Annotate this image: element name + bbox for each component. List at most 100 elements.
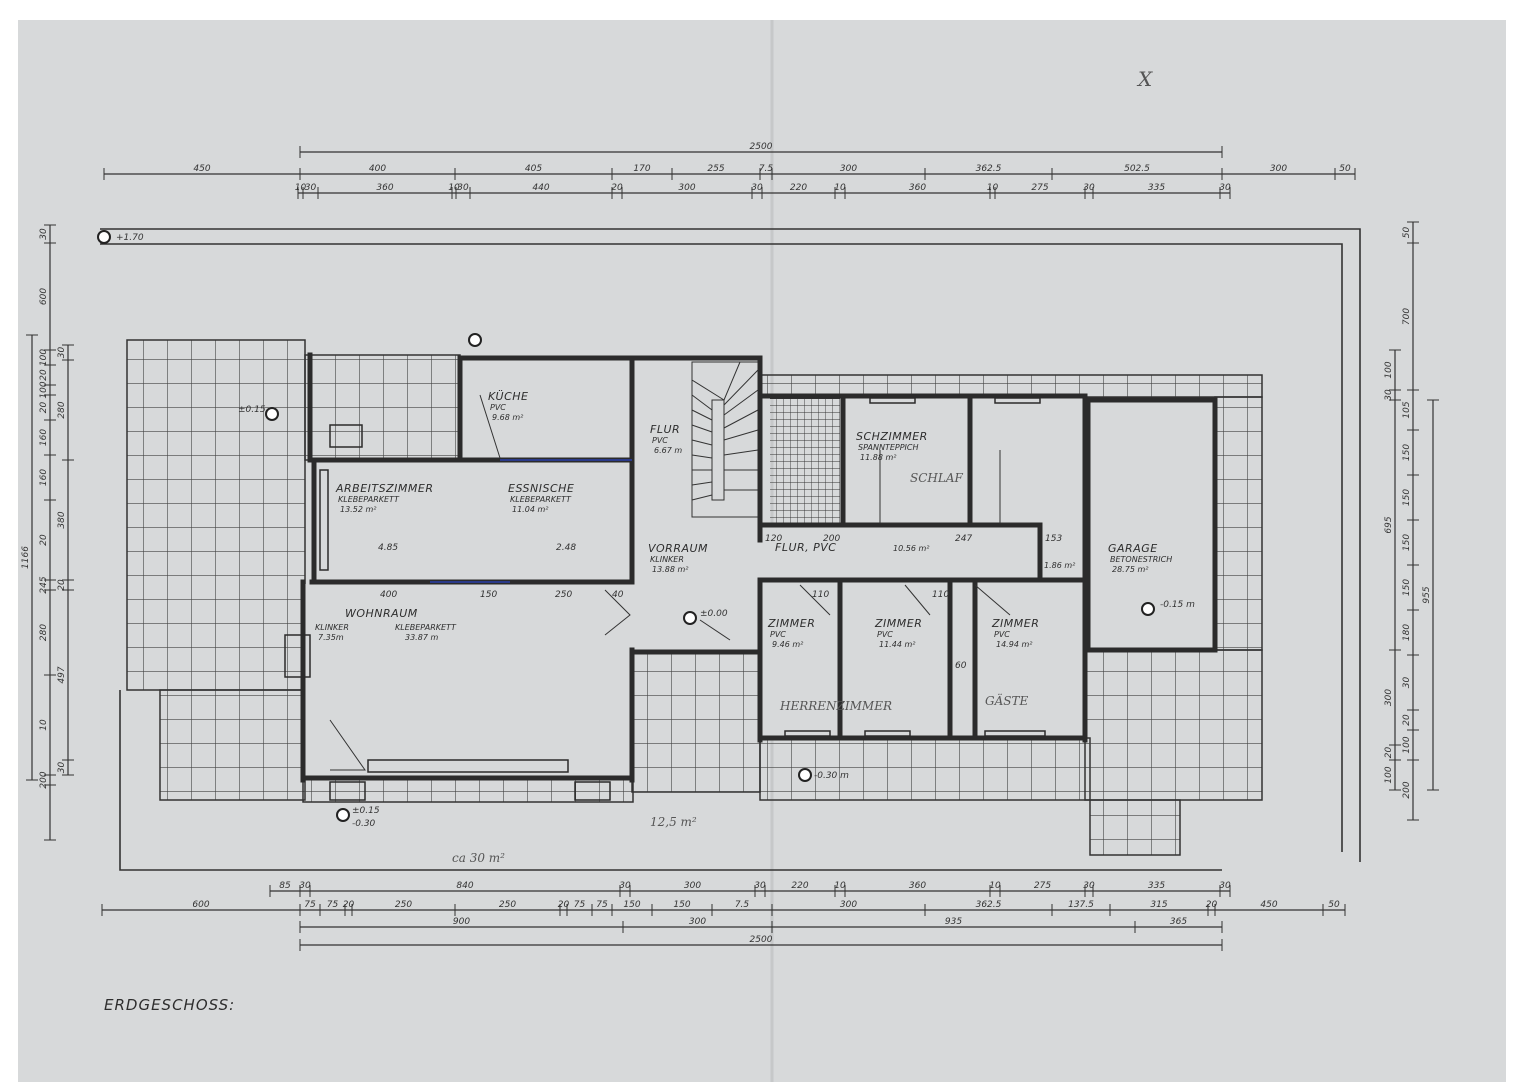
dimension-label: 20 bbox=[39, 402, 49, 414]
room-floor: PVC bbox=[994, 630, 1010, 639]
dimension-label: 450 bbox=[193, 164, 210, 174]
dimension-label: 20 bbox=[39, 369, 49, 381]
dimension-label: 20 bbox=[343, 900, 355, 910]
room-name: ESSNISCHE bbox=[508, 482, 574, 495]
dimension-label: 2500 bbox=[750, 142, 773, 152]
dimension-label: 300 bbox=[684, 881, 701, 891]
dimension-label: 85 bbox=[279, 881, 291, 891]
dimension-label: 1166 bbox=[21, 546, 31, 569]
dimension-label: 30 bbox=[751, 183, 763, 193]
room-area: 28.75 m² bbox=[1112, 565, 1149, 574]
handwritten-note: SCHLAF bbox=[910, 471, 964, 485]
room-area: 11.04 m² bbox=[512, 505, 549, 514]
dimension-label: 840 bbox=[456, 881, 473, 891]
dimension-label: 30 bbox=[1219, 881, 1231, 891]
room-area: 1.86 m² bbox=[1044, 561, 1076, 570]
room-area: 13.88 m² bbox=[652, 565, 689, 574]
dimension-label: 362.5 bbox=[976, 900, 1002, 910]
dimension-label: 160 bbox=[39, 469, 49, 486]
dimension-label: 75 bbox=[327, 900, 339, 910]
inner-dimension-label: 120 bbox=[765, 534, 782, 544]
dimension-label: 30 bbox=[619, 881, 631, 891]
room-floor: KLEBEPARKETT bbox=[338, 495, 400, 504]
dimension-label: 30 bbox=[457, 183, 469, 193]
inner-dimension-label: 4.85 bbox=[378, 543, 398, 553]
dimension-label: 100 bbox=[39, 349, 49, 366]
room-floor: PVC bbox=[652, 436, 668, 445]
inner-dimension-label: 60 bbox=[955, 661, 967, 671]
dimension-label: 300 bbox=[1270, 164, 1287, 174]
dimension-label: 700 bbox=[1402, 308, 1412, 325]
handwritten-note: 12,5 m² bbox=[650, 815, 697, 829]
dimension-label: 10 bbox=[834, 183, 846, 193]
dimension-label: 150 bbox=[1402, 444, 1412, 461]
dimension-label: 10 bbox=[448, 183, 460, 193]
dimension-label: 50 bbox=[1328, 900, 1340, 910]
level-marker-icons bbox=[97, 230, 1155, 822]
dimension-label: 20 bbox=[611, 183, 623, 193]
room-floor: KLEBEPARKETT bbox=[510, 495, 572, 504]
dimension-label: 20 bbox=[39, 534, 49, 546]
dimension-label: 100 bbox=[1384, 361, 1394, 378]
dimension-label: 30 bbox=[1083, 881, 1095, 891]
staircase bbox=[691, 361, 759, 518]
room-name: VORRAUM bbox=[648, 542, 708, 555]
dimension-label: 200 bbox=[39, 771, 49, 788]
property-boundary bbox=[100, 228, 1361, 871]
dimension-label: 30 bbox=[299, 881, 311, 891]
bathroom-tiles bbox=[770, 398, 840, 523]
dimension-label: 335 bbox=[1148, 881, 1165, 891]
dimension-label: 380 bbox=[57, 511, 67, 528]
dimension-label: 180 bbox=[1402, 624, 1412, 641]
dimension-label: 935 bbox=[945, 917, 962, 927]
room-floor: PVC bbox=[770, 630, 786, 639]
dimension-label: 20 bbox=[1402, 714, 1412, 726]
dimension-label: 50 bbox=[1402, 227, 1412, 239]
room-name: SCHZIMMER bbox=[856, 430, 928, 443]
room-name: ZIMMER bbox=[991, 617, 1039, 630]
dimension-label: 502.5 bbox=[1124, 164, 1150, 174]
walls bbox=[300, 352, 1218, 783]
room-floor: KLEBEPARKETT bbox=[395, 623, 457, 632]
dimension-label: 150 bbox=[1402, 489, 1412, 506]
dimension-label: 900 bbox=[453, 917, 470, 927]
room-name: KÜCHE bbox=[488, 390, 528, 403]
level-label: ±0.00 bbox=[700, 609, 728, 619]
room-floor: SPANNTEPPICH bbox=[858, 443, 919, 452]
inner-dimension-label: 40 bbox=[612, 590, 624, 600]
dimension-label: 250 bbox=[499, 900, 516, 910]
handwritten-note: HERRENZIMMER bbox=[779, 699, 892, 713]
level-label: -0.30 bbox=[352, 819, 376, 829]
dimension-label: 160 bbox=[39, 429, 49, 446]
dimension-label: 20 bbox=[1384, 747, 1394, 759]
room-floor: PVC bbox=[490, 403, 506, 412]
dimension-label: 150 bbox=[623, 900, 640, 910]
room-area: 33.87 m bbox=[405, 633, 438, 642]
room-floor: BETONESTRICH bbox=[1110, 555, 1172, 564]
room-name: ZIMMER bbox=[767, 617, 815, 630]
dimension-label: 75 bbox=[596, 900, 608, 910]
dimension-label: 20 bbox=[57, 579, 67, 591]
dimension-label: 30 bbox=[57, 347, 67, 359]
dimension-label: 600 bbox=[192, 900, 209, 910]
dimension-label: 10 bbox=[295, 183, 307, 193]
room-floor: KLINKER bbox=[650, 555, 684, 564]
dimension-label: 440 bbox=[532, 183, 549, 193]
plan-title: ERDGESCHOSS: bbox=[104, 996, 235, 1014]
room-name: ZIMMER bbox=[874, 617, 922, 630]
dimension-label: 30 bbox=[39, 228, 49, 240]
windows bbox=[284, 397, 1046, 801]
inner-dimension-label: 247 bbox=[955, 534, 972, 544]
dimension-label: 20 bbox=[558, 900, 570, 910]
dimension-label: 10 bbox=[987, 183, 999, 193]
terrace-tiles bbox=[126, 339, 1263, 856]
dimension-label: 360 bbox=[909, 183, 926, 193]
